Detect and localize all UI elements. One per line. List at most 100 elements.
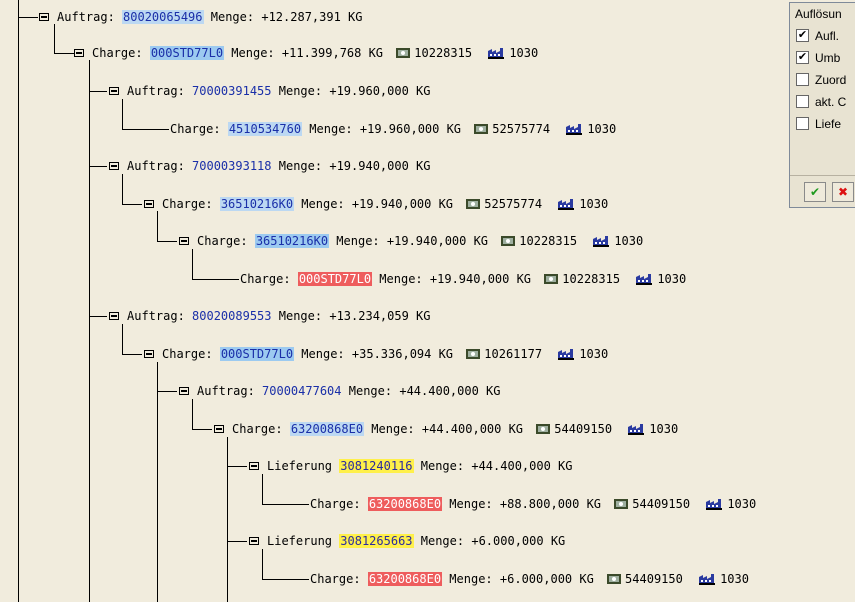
checkbox-akt[interactable] [796, 95, 809, 109]
collapse-icon[interactable] [214, 424, 224, 433]
node-id[interactable]: 70000477604 [262, 384, 342, 398]
tree-node-lieferung[interactable]: Lieferung 3081265663 Menge: +6.000,000 K… [249, 532, 565, 550]
node-id[interactable]: 4510534760 [227, 122, 303, 136]
collapse-icon[interactable] [179, 236, 189, 245]
menge-label: Menge: [210, 10, 255, 24]
tree-node-charge[interactable]: Charge: 36510216K0 Menge: +19.940,000 KG… [144, 195, 608, 213]
tree-node-auftrag[interactable]: Auftrag: 70000477604 Menge: +44.400,000 … [179, 382, 501, 400]
node-label: Auftrag: [57, 10, 115, 24]
checkbox-zuord[interactable] [796, 73, 809, 87]
tree-node-charge[interactable]: Charge: 000STD77L0 Menge: +19.940,000 KG… [240, 270, 686, 288]
checkbox-aufl[interactable]: ✔ [796, 29, 809, 43]
truck-icon [501, 235, 516, 246]
factory-icon [488, 47, 505, 59]
node-label: Auftrag: [197, 384, 255, 398]
collapse-icon[interactable] [39, 12, 49, 21]
node-id[interactable]: 000STD77L0 [149, 46, 225, 60]
tree-node-charge[interactable]: Charge: 36510216K0 Menge: +19.940,000 KG… [179, 232, 643, 250]
menge-label: Menge: [420, 534, 465, 548]
node-id[interactable]: 3081240116 [339, 459, 414, 473]
node-id[interactable]: 000STD77L0 [297, 272, 373, 286]
tree-node-auftrag[interactable]: Auftrag: 70000393118 Menge: +19.940,000 … [109, 157, 431, 175]
collapse-icon[interactable] [249, 461, 259, 470]
menge-value: +6.000,000 KG [499, 572, 594, 586]
tree-node-auftrag[interactable]: Auftrag: 70000391455 Menge: +19.960,000 … [109, 82, 431, 100]
confirm-button[interactable]: ✔ [804, 182, 826, 202]
truck-icon [466, 348, 481, 359]
node-label: Charge: [232, 422, 283, 436]
truck-icon [607, 573, 622, 584]
menge-label: Menge: [309, 122, 353, 136]
plant-number: 1030 [727, 497, 757, 511]
tree-node-charge[interactable]: Charge: 63200868E0 Menge: +88.800,000 KG… [310, 495, 756, 513]
factory-icon [636, 273, 653, 285]
menge-label: Menge: [301, 347, 345, 361]
menge-value: +19.940,000 KG [351, 197, 454, 211]
menge-label: Menge: [301, 197, 345, 211]
plant-number: 1030 [509, 46, 539, 60]
collapse-icon[interactable] [109, 311, 119, 320]
truck-number: 52575774 [492, 122, 551, 136]
truck-icon [474, 123, 489, 134]
tree-node-auftrag[interactable]: Auftrag: 80020065496 Menge: +12.287,391 … [39, 8, 363, 26]
node-id[interactable]: 63200868E0 [367, 497, 443, 511]
node-id[interactable]: 63200868E0 [367, 572, 443, 586]
menge-value: +35.336,094 KG [351, 347, 454, 361]
tree-node-auftrag[interactable]: Auftrag: 80020089553 Menge: +13.234,059 … [109, 307, 431, 325]
option-umb[interactable]: ✔Umb [790, 47, 855, 69]
option-akt[interactable]: akt. C [790, 91, 855, 113]
collapse-icon[interactable] [109, 161, 119, 170]
menge-value: +19.940,000 KG [429, 272, 532, 286]
node-label: Charge: [240, 272, 291, 286]
node-label: Charge: [162, 347, 213, 361]
node-id[interactable]: 80020089553 [192, 309, 272, 323]
menge-value: +19.940,000 KG [386, 234, 489, 248]
collapse-icon[interactable] [249, 536, 259, 545]
node-id[interactable]: 70000391455 [192, 84, 272, 98]
node-label: Charge: [92, 46, 143, 60]
option-aufl[interactable]: ✔Aufl. [790, 25, 855, 47]
node-id[interactable]: 80020065496 [122, 10, 204, 24]
node-id[interactable]: 3081265663 [339, 534, 414, 548]
collapse-icon[interactable] [74, 48, 84, 57]
resolution-panel: Auflösun ✔Aufl. ✔Umb Zuord akt. C Liefe … [789, 2, 855, 208]
truck-icon [614, 498, 629, 509]
node-label: Charge: [162, 197, 213, 211]
panel-button-bar: ✔ ✖ [790, 175, 855, 208]
node-id[interactable]: 70000393118 [192, 159, 272, 173]
factory-icon [558, 348, 575, 360]
truck-number: 10228315 [519, 234, 578, 248]
menge-label: Menge: [278, 84, 323, 98]
node-id[interactable]: 000STD77L0 [219, 347, 295, 361]
tree-node-charge[interactable]: Charge: 4510534760 Menge: +19.960,000 KG… [170, 120, 616, 138]
tree-node-lieferung[interactable]: Lieferung 3081240116 Menge: +44.400,000 … [249, 457, 573, 475]
option-zuord[interactable]: Zuord [790, 69, 855, 91]
node-id[interactable]: 36510216K0 [219, 197, 295, 211]
collapse-icon[interactable] [109, 86, 119, 95]
menge-value: +44.400,000 KG [471, 459, 573, 473]
tree-node-charge[interactable]: Charge: 000STD77L0 Menge: +11.399,768 KG… [74, 44, 538, 62]
factory-icon [706, 498, 723, 510]
collapse-icon[interactable] [144, 199, 154, 208]
truck-number: 10228315 [562, 272, 621, 286]
collapse-icon[interactable] [144, 349, 154, 358]
checkbox-umb[interactable]: ✔ [796, 51, 809, 65]
truck-number: 54409150 [625, 572, 683, 586]
tree-node-charge[interactable]: Charge: 63200868E0 Menge: +44.400,000 KG… [214, 420, 678, 438]
option-label: akt. C [815, 95, 847, 109]
menge-label: Menge: [371, 422, 415, 436]
cancel-button[interactable]: ✖ [832, 182, 854, 202]
menge-value: +19.940,000 KG [329, 159, 431, 173]
option-liefe[interactable]: Liefe [790, 113, 855, 135]
menge-label: Menge: [449, 497, 493, 511]
node-label: Charge: [310, 572, 361, 586]
checkbox-liefe[interactable] [796, 117, 809, 131]
truck-icon [396, 47, 411, 58]
node-id[interactable]: 63200868E0 [289, 422, 365, 436]
node-label: Lieferung [267, 534, 333, 548]
truck-icon [544, 273, 559, 284]
tree-node-charge[interactable]: Charge: 000STD77L0 Menge: +35.336,094 KG… [144, 345, 608, 363]
tree-node-charge[interactable]: Charge: 63200868E0 Menge: +6.000,000 KG … [310, 570, 749, 588]
node-id[interactable]: 36510216K0 [254, 234, 330, 248]
collapse-icon[interactable] [179, 386, 189, 395]
